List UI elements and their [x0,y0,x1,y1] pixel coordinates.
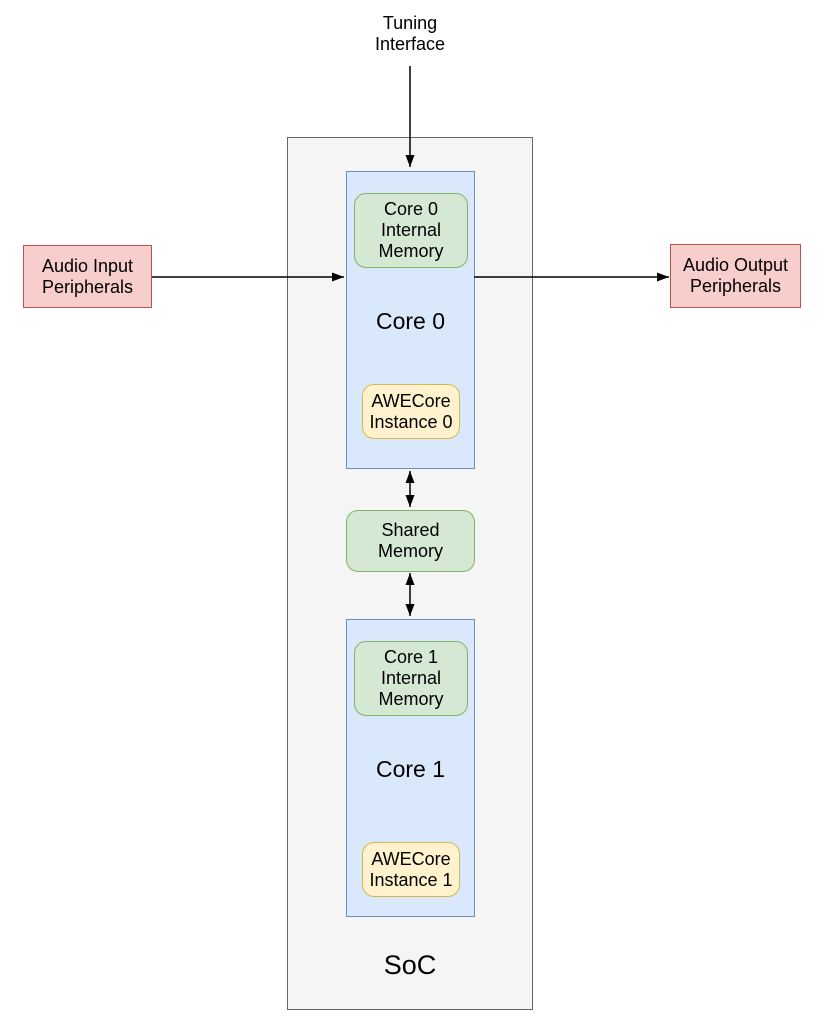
core0-internal-memory-node: Core 0 Internal Memory [354,193,468,268]
audio-output-peripherals-node: Audio Output Peripherals [670,244,801,308]
core1-internal-memory-label: Core 1 Internal Memory [378,647,444,709]
core0-label: Core 0 [375,308,446,334]
audio-output-peripherals-label: Audio Output Peripherals [682,255,789,296]
awecore-instance1-node: AWECore Instance 1 [362,842,460,897]
shared-memory-node: Shared Memory [346,510,475,572]
soc-container: Core 0 Internal Memory Core 0 AWECore In… [287,137,533,1010]
awecore-instance1-label: AWECore Instance 1 [369,848,453,890]
soc-label: SoC [383,950,437,980]
core1-label: Core 1 [375,756,446,782]
core0-internal-memory-label: Core 0 Internal Memory [378,199,444,261]
audio-input-peripherals-node: Audio Input Peripherals [23,245,152,308]
tuning-interface-label: Tuning Interface [374,13,446,54]
shared-memory-label: Shared Memory [377,520,443,561]
core0-node: Core 0 Internal Memory Core 0 AWECore In… [346,171,475,469]
core1-internal-memory-node: Core 1 Internal Memory [354,641,468,716]
core1-node: Core 1 Internal Memory Core 1 AWECore In… [346,619,475,917]
awecore-instance0-label: AWECore Instance 0 [369,390,453,432]
awecore-instance0-node: AWECore Instance 0 [362,384,460,439]
audio-input-peripherals-label: Audio Input Peripherals [41,255,134,297]
